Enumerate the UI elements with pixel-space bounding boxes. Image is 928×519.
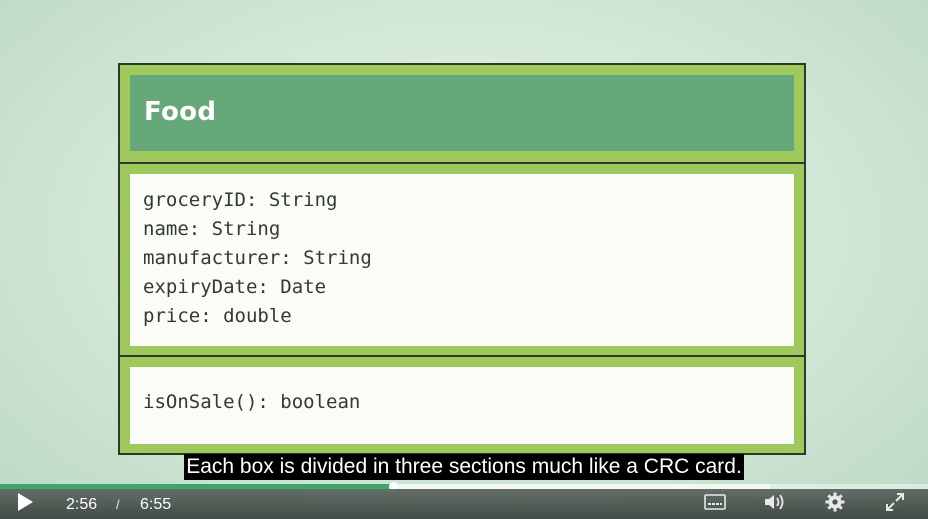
player-controls: 2:56 / 6:55 — [0, 489, 928, 519]
caption-text: Each box is divided in three sections mu… — [184, 454, 744, 480]
gear-icon — [825, 492, 845, 517]
time-separator: / — [116, 497, 120, 512]
fullscreen-button[interactable] — [880, 489, 910, 519]
methods-panel: isOnSale(): boolean — [130, 367, 794, 444]
progress-bar[interactable] — [0, 482, 928, 491]
fullscreen-icon — [885, 492, 905, 517]
play-button[interactable] — [10, 489, 40, 519]
methods-section: isOnSale(): boolean — [120, 355, 804, 453]
progress-played — [0, 484, 393, 489]
duration: 6:55 — [140, 496, 172, 513]
captions-button[interactable] — [700, 489, 730, 519]
volume-icon — [764, 493, 786, 516]
progress-handle[interactable] — [388, 482, 398, 491]
attribute-item: price: double — [143, 305, 292, 327]
captions-icon — [704, 493, 726, 515]
play-icon — [16, 492, 34, 517]
attribute-item: expiryDate: Date — [143, 276, 327, 298]
attributes-section: groceryID: String name: String manufactu… — [120, 162, 804, 355]
attributes-panel: groceryID: String name: String manufactu… — [130, 174, 794, 346]
attribute-item: manufacturer: String — [143, 247, 372, 269]
method-item: isOnSale(): boolean — [143, 391, 361, 413]
volume-button[interactable] — [760, 489, 790, 519]
attribute-item: name: String — [143, 218, 281, 240]
current-time: 2:56 — [66, 496, 98, 513]
subtitle-caption: Each box is divided in three sections mu… — [0, 454, 928, 480]
class-name: Food — [144, 97, 217, 127]
class-name-section: Food — [120, 65, 804, 162]
class-name-panel: Food — [130, 75, 794, 151]
attribute-list: groceryID: String name: String manufactu… — [143, 186, 372, 331]
attribute-item: groceryID: String — [143, 189, 338, 211]
settings-button[interactable] — [820, 489, 850, 519]
uml-class-card: Food groceryID: String name: String manu… — [118, 63, 806, 455]
